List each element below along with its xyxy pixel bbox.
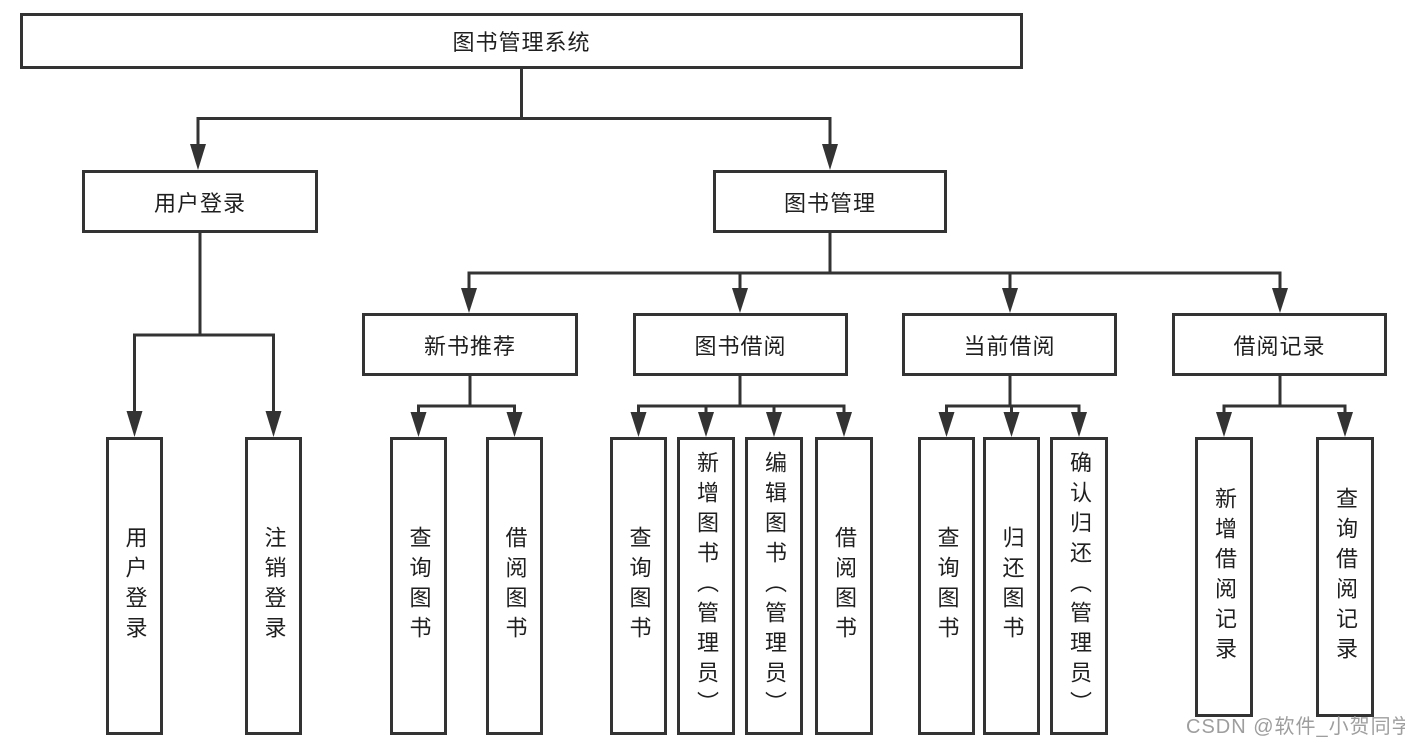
leaf-query-books-borrowing: 查询图书	[610, 437, 667, 735]
node-book-management: 图书管理	[713, 170, 947, 233]
leaf-edit-books-admin: 编辑图书（管理员）	[745, 437, 803, 735]
node-user-login: 用户登录	[82, 170, 318, 233]
node-new-book-recommend: 新书推荐	[362, 313, 578, 376]
node-borrow-records: 借阅记录	[1172, 313, 1387, 376]
node-label: 用户登录	[153, 190, 246, 216]
leaf-borrow-books-recommend: 借阅图书	[486, 437, 543, 735]
node-label: 图书管理	[783, 190, 876, 216]
node-label: 当前借阅	[963, 333, 1056, 359]
leaf-label: 查询借阅记录	[1333, 487, 1358, 667]
node-book-borrowing: 图书借阅	[633, 313, 848, 376]
leaf-label: 查询图书	[406, 526, 432, 646]
node-label: 图书管理系统	[452, 30, 591, 55]
leaf-label: 用户登录	[122, 526, 148, 646]
node-library-management-system: 图书管理系统	[20, 13, 1023, 69]
node-label: 新书推荐	[423, 333, 516, 359]
leaf-label: 查询图书	[934, 526, 960, 646]
leaf-borrow-books: 借阅图书	[815, 437, 873, 735]
node-current-borrowing: 当前借阅	[902, 313, 1117, 376]
leaf-add-borrow-record: 新增借阅记录	[1195, 437, 1253, 717]
watermark: CSDN @软件_小贺同学	[1186, 716, 1405, 738]
leaf-user-login: 用户登录	[106, 437, 163, 735]
leaf-label: 查询图书	[626, 526, 652, 646]
leaf-confirm-return-admin: 确认归还（管理员）	[1050, 437, 1108, 735]
leaf-logout: 注销登录	[245, 437, 302, 735]
leaf-query-books-recommend: 查询图书	[390, 437, 447, 735]
leaf-label: 借阅图书	[502, 526, 528, 646]
leaf-label: 确认归还（管理员）	[1067, 451, 1092, 721]
leaf-label: 编辑图书（管理员）	[762, 451, 787, 721]
node-label: 借阅记录	[1233, 333, 1326, 359]
leaf-label: 新增借阅记录	[1212, 487, 1237, 667]
leaf-add-books-admin: 新增图书（管理员）	[677, 437, 735, 735]
node-label: 图书借阅	[694, 333, 787, 359]
leaf-return-books: 归还图书	[983, 437, 1040, 735]
leaf-label: 归还图书	[999, 526, 1025, 646]
leaf-query-borrow-record: 查询借阅记录	[1316, 437, 1374, 717]
leaf-label: 注销登录	[261, 526, 287, 646]
leaf-label: 新增图书（管理员）	[694, 451, 719, 721]
leaf-query-books-current: 查询图书	[918, 437, 975, 735]
leaf-label: 借阅图书	[832, 526, 857, 646]
